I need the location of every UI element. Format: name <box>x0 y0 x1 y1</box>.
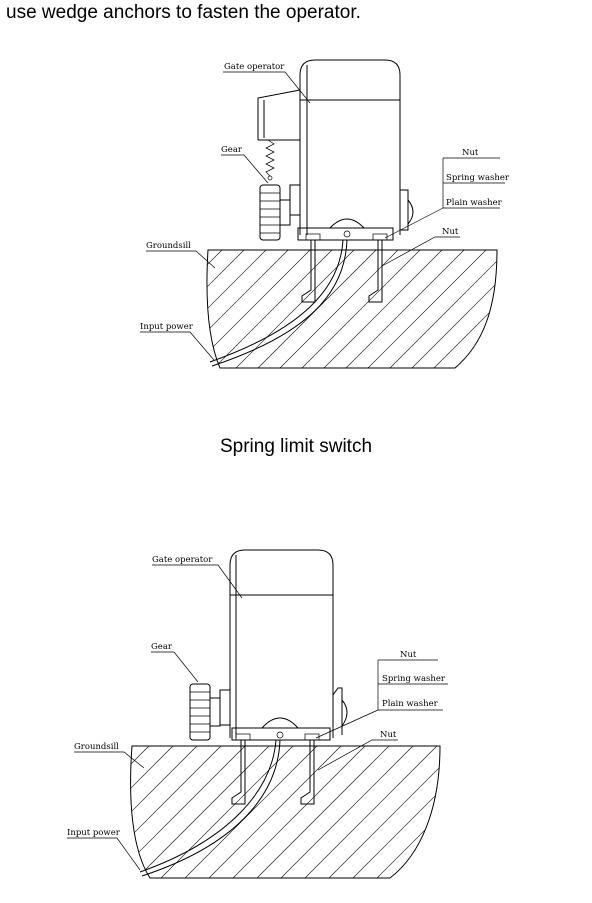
hatch-line <box>206 746 342 878</box>
top-label-spring-washer: Spring washer <box>446 173 510 183</box>
hatch-line <box>230 746 366 878</box>
top-wedge-anchors <box>301 233 388 303</box>
hatch-line <box>206 250 289 368</box>
hatch-line <box>387 250 497 368</box>
hatch-line <box>206 250 267 368</box>
hatch-line <box>134 746 270 878</box>
hatch-line <box>130 746 198 878</box>
bottom-label-nut-upper: Nut <box>400 650 417 660</box>
top-label-input-power: Input power <box>140 322 194 332</box>
hatch-line <box>431 250 497 368</box>
bottom-gear <box>189 683 221 741</box>
bottom-label-plain-washer: Plain washer <box>382 699 439 709</box>
top-diagram: Gate operator Gear Nut Spring washer Pla… <box>80 59 592 370</box>
hatch-line <box>206 250 245 368</box>
bottom-label-gear: Gear <box>151 642 173 652</box>
hatch-line <box>326 746 440 878</box>
hatch-line <box>475 250 497 368</box>
hatch-line <box>206 250 223 368</box>
instruction-text: use wedge anchors to fasten the operator… <box>6 2 361 23</box>
bottom-gate-operator-body <box>219 549 348 741</box>
top-label-groundsill: Groundsill <box>146 241 191 251</box>
top-label-nut-upper: Nut <box>462 148 479 158</box>
top-label-nut-lower: Nut <box>442 227 459 237</box>
section-title: Spring limit switch <box>219 436 373 457</box>
top-gear <box>259 184 291 241</box>
bottom-groundsill-block <box>0 745 581 880</box>
hatch-line <box>409 250 497 368</box>
hatch-line <box>453 250 497 368</box>
bottom-input-power-cable <box>139 739 281 877</box>
hatch-line <box>398 746 440 878</box>
hatch-line <box>0 746 125 880</box>
top-label-gate-operator: Gate operator <box>224 62 285 72</box>
bottom-label-gate-operator: Gate operator <box>152 555 213 565</box>
bottom-label-groundsill: Groundsill <box>74 742 119 752</box>
hatch-line <box>422 746 440 878</box>
hatch-line <box>498 250 592 370</box>
hatch-line <box>302 746 438 878</box>
hatch-line <box>278 746 414 878</box>
hatch-line <box>447 746 581 880</box>
bottom-label-nut-lower: Nut <box>380 730 397 740</box>
hatch-line <box>130 746 174 878</box>
hatch-line <box>80 250 200 370</box>
hatch-line <box>343 250 465 368</box>
top-leader-lines <box>140 71 505 361</box>
top-label-plain-washer: Plain washer <box>446 198 503 208</box>
top-label-gear: Gear <box>221 145 243 155</box>
hatch-line <box>321 250 443 368</box>
hatch-line <box>182 746 318 878</box>
top-spring <box>265 139 275 181</box>
top-input-power-cable <box>209 239 348 367</box>
bottom-label-input-power: Input power <box>67 828 121 838</box>
hatch-line <box>130 746 150 878</box>
hatch-line <box>254 746 390 878</box>
hatch-line <box>350 746 440 878</box>
hatch-line <box>374 746 440 878</box>
hatch-line <box>211 250 333 368</box>
bottom-diagram: Gate operator Gear Nut Spring washer Pla… <box>0 549 581 880</box>
hatch-line <box>299 250 421 368</box>
bottom-leader-lines <box>67 564 448 871</box>
hatch-line <box>233 250 355 368</box>
hatch-line <box>365 250 487 368</box>
top-gate-operator-body <box>257 59 414 241</box>
hatch-line <box>277 250 399 368</box>
top-groundsill-block <box>80 249 592 370</box>
hatch-line <box>130 746 222 878</box>
bottom-label-spring-washer: Spring washer <box>382 674 446 684</box>
hatch-line <box>158 746 294 878</box>
